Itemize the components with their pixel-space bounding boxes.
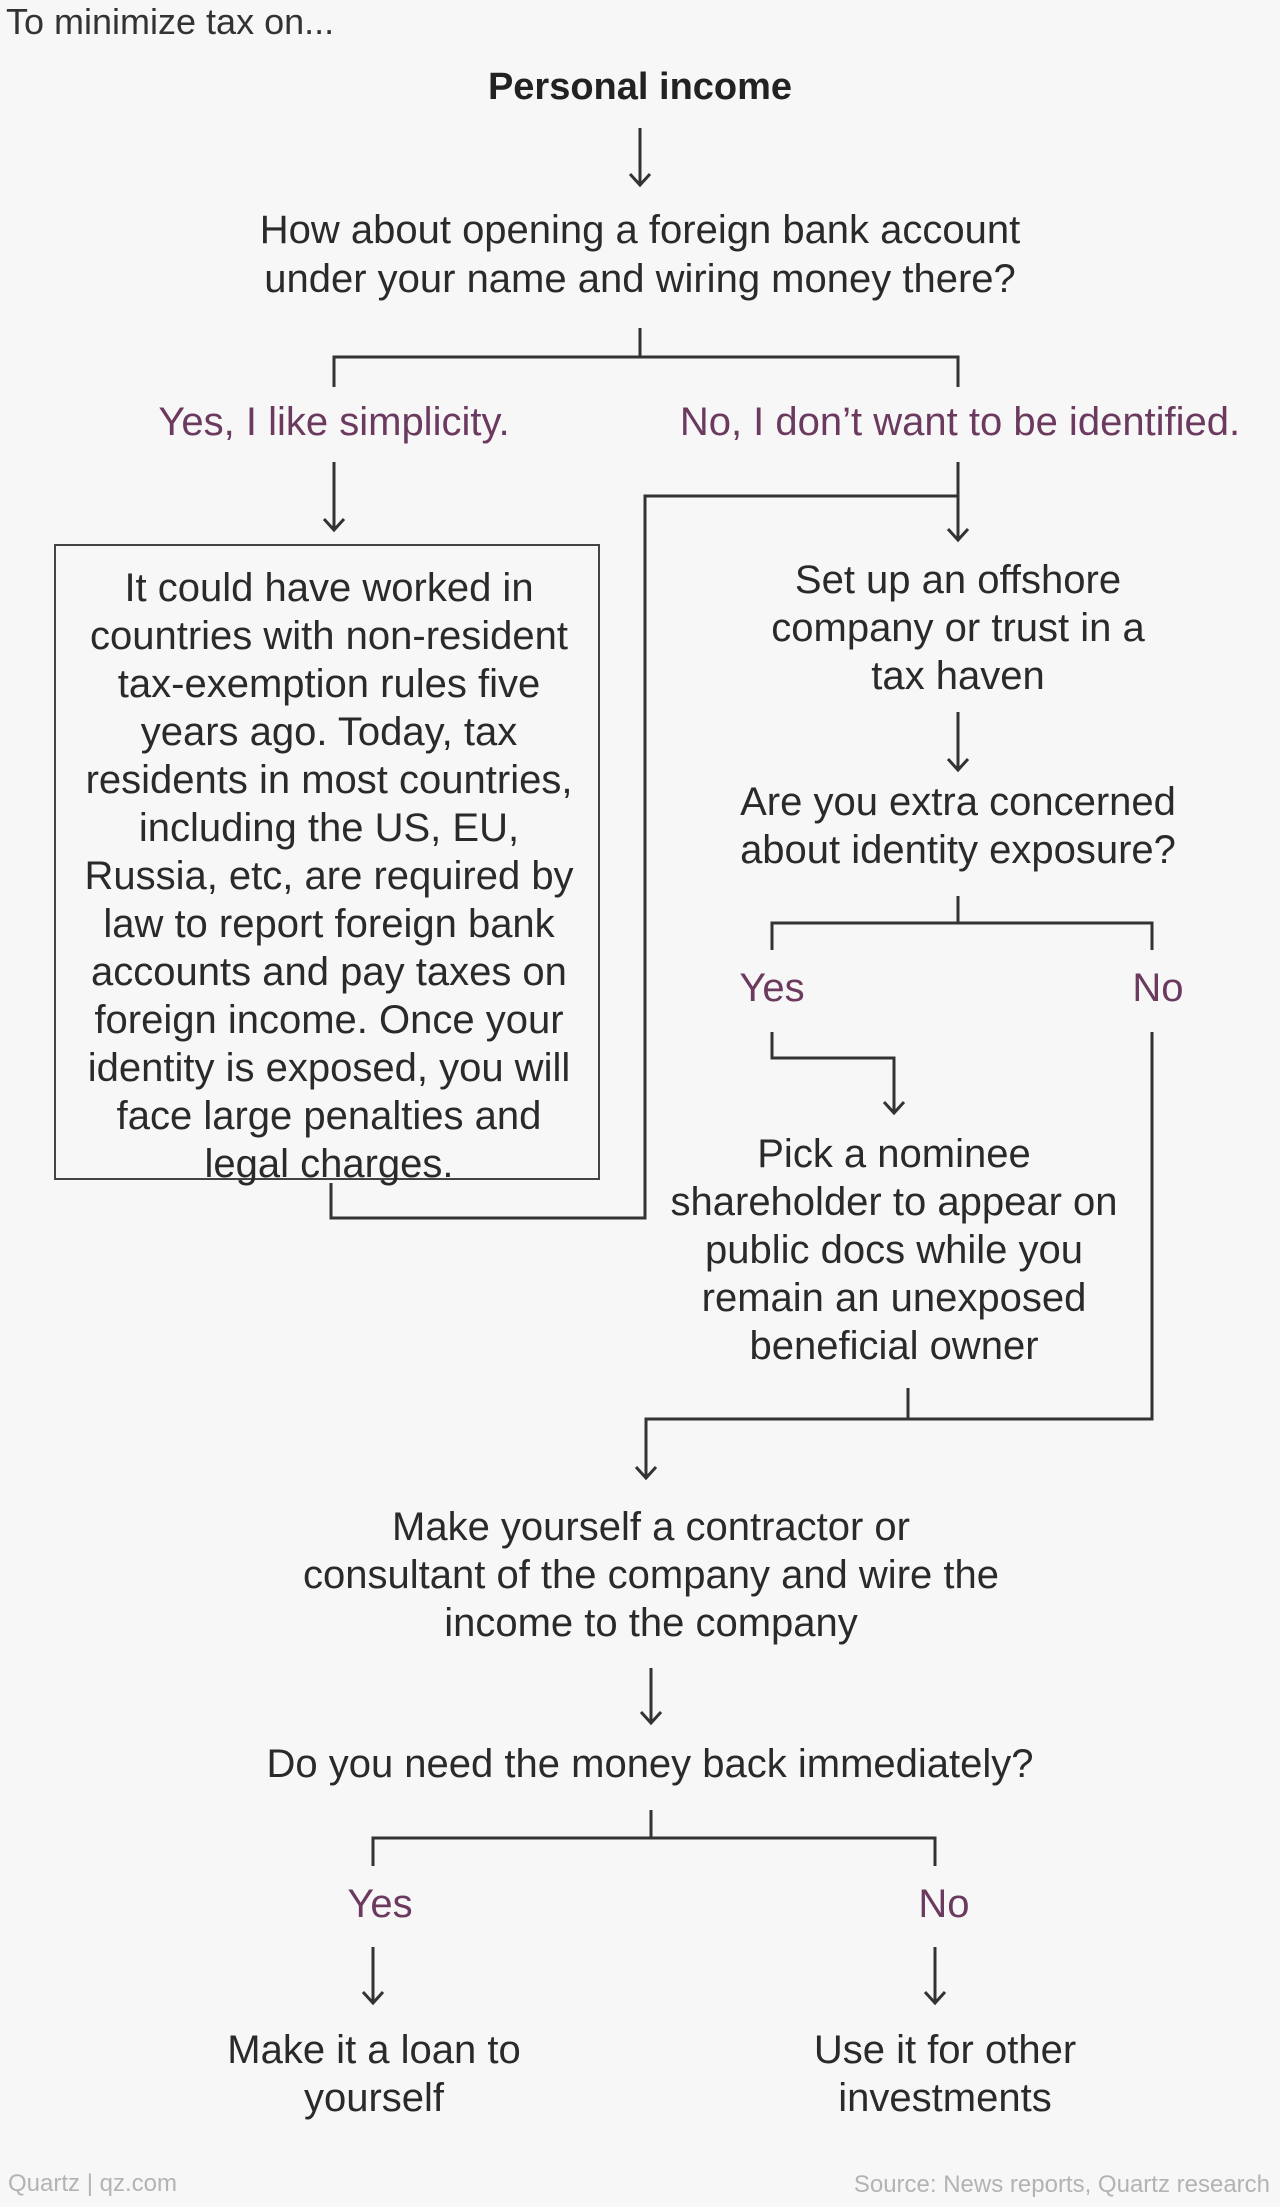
- contractor-step: Make yourself a contractor or consultant…: [303, 1505, 999, 1645]
- question-foreign-account: How about opening a foreign bank account…: [259, 208, 1021, 301]
- option-identity-no: No: [1132, 966, 1184, 1010]
- start-node: Personal income: [487, 66, 793, 108]
- branch-q2: [770, 896, 1154, 950]
- arrow-q3-no: [923, 1947, 947, 2006]
- footer-source: Source: News reports, Quartz research: [853, 2171, 1270, 2198]
- option-money-yes: Yes: [347, 1882, 413, 1926]
- invest-outcome: Use it for other investments: [813, 2028, 1077, 2120]
- link-to-contractor: [634, 1032, 1154, 1481]
- link-box-to-offshore: [329, 494, 958, 1220]
- footer-brand: Quartz | qz.com: [8, 2170, 177, 2197]
- arrow-q2-yes: [770, 1032, 906, 1116]
- arrow-offshore-to-q2: [946, 712, 970, 773]
- branch-q3: [371, 1810, 937, 1866]
- loan-outcome: Make it a loan to yourself: [227, 2028, 521, 2120]
- question-money-back: Do you need the money back immediately?: [266, 1742, 1034, 1786]
- option-yes-simplicity: Yes, I like simplicity.: [158, 400, 510, 444]
- arrow-contractor-to-q3: [639, 1668, 663, 1726]
- offshore-step: Set up an offshore company or trust in a…: [771, 558, 1145, 698]
- arrow-start-to-q1: [628, 128, 652, 188]
- branch-q1: [332, 328, 960, 387]
- option-no-identified: No, I don’t want to be identified.: [679, 400, 1241, 444]
- arrow-q3-yes: [361, 1947, 385, 2006]
- nominee-step: Pick a nominee shareholder to appear on …: [670, 1132, 1118, 1368]
- intro-text: To minimize tax on...: [6, 1, 335, 42]
- arrow-q1-no: [946, 462, 970, 543]
- option-identity-yes: Yes: [739, 966, 805, 1010]
- warning-box: It could have worked in countries with n…: [54, 544, 600, 1186]
- warning-text: It could have worked in countries with n…: [84, 566, 574, 1186]
- option-money-no: No: [918, 1882, 970, 1926]
- question-identity-exposure: Are you extra concerned about identity e…: [740, 780, 1176, 872]
- arrow-q1-yes: [322, 462, 346, 533]
